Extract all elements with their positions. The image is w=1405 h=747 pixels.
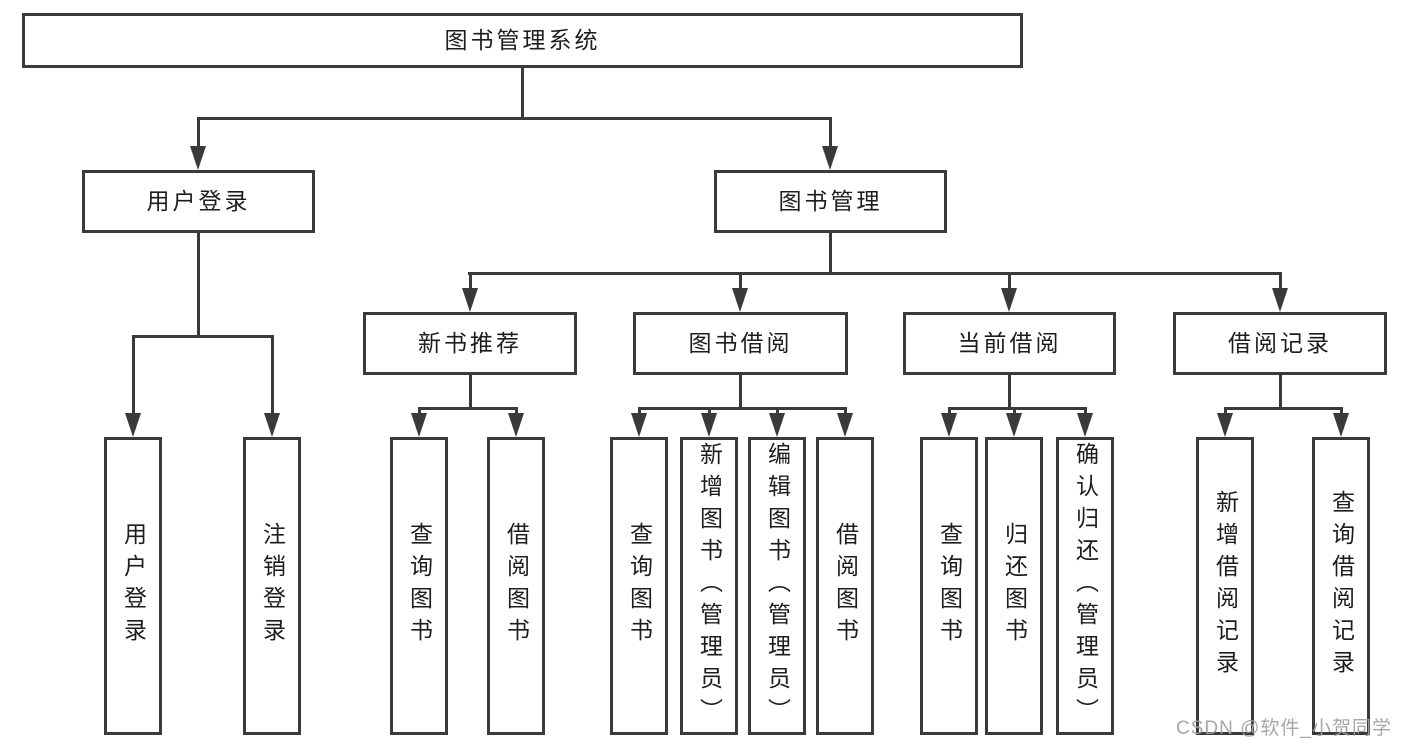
connector-borrow-split (638, 407, 847, 410)
connector-root-split (197, 117, 832, 120)
connector-recommend-split (418, 407, 518, 410)
connector-borrow-drop-1 (638, 407, 641, 415)
csdn-watermark: CSDN @软件_小贺同学 (1176, 718, 1392, 739)
node-label: 用户登录 (146, 188, 251, 214)
node-label: 图书管理系统 (444, 27, 601, 53)
arrowhead-to-confirm-return-admin (1077, 413, 1093, 437)
leaf-add-borrow-record: 新增借阅记录 (1196, 437, 1254, 735)
leaf-add-book-admin: 新增图书（管理员） (680, 437, 738, 735)
connector-book-mgmt-split (468, 272, 1282, 275)
arrowhead-to-leaf-logout (264, 413, 280, 437)
node-new-book-recommend: 新书推荐 (363, 312, 577, 375)
connector-current-split (948, 407, 1087, 410)
connector-current-drop-3 (1084, 407, 1087, 415)
connector-book-mgmt-drop-3 (1008, 272, 1011, 290)
leaf-borrow-books: 借阅图书 (816, 437, 874, 735)
connector-book-mgmt-stem (829, 233, 832, 272)
connector-root-drop-left (197, 117, 200, 148)
arrowhead-to-query-borrow-record (1333, 413, 1349, 437)
connector-recommend-stem (469, 375, 472, 407)
arrowhead-to-new-book-recommend (462, 288, 478, 312)
connector-records-drop-2 (1340, 407, 1343, 415)
node-book-borrow: 图书借阅 (633, 312, 848, 375)
leaf-borrow-books-recommend: 借阅图书 (487, 437, 545, 735)
node-book-management: 图书管理 (714, 170, 947, 233)
arrowhead-to-borrow-books-recommend (508, 413, 524, 437)
leaf-query-borrow-record: 查询借阅记录 (1312, 437, 1370, 735)
leaf-label: 查询图书 (406, 522, 433, 650)
leaf-label: 查询图书 (626, 522, 653, 650)
arrowhead-to-return-book (1006, 413, 1022, 437)
node-borrow-records: 借阅记录 (1173, 312, 1387, 375)
arrowhead-to-add-book-admin (701, 413, 717, 437)
connector-book-mgmt-drop-4 (1279, 272, 1282, 290)
arrowhead-to-borrow-books (837, 413, 853, 437)
connector-recommend-drop-2 (515, 407, 518, 415)
connector-records-split (1224, 407, 1343, 410)
node-current-borrow: 当前借阅 (903, 312, 1116, 375)
connector-recommend-drop-1 (418, 407, 421, 415)
connector-root-stem (521, 68, 524, 117)
leaf-label: 查询借阅记录 (1328, 490, 1355, 682)
leaf-label: 查询图书 (936, 522, 963, 650)
leaf-label: 借阅图书 (832, 522, 859, 650)
connector-current-drop-1 (948, 407, 951, 415)
arrowhead-to-borrow-records (1272, 288, 1288, 312)
leaf-confirm-return-admin: 确认归还（管理员） (1056, 437, 1114, 735)
connector-book-mgmt-drop-1 (469, 272, 472, 290)
arrowhead-to-user-login (190, 146, 206, 170)
connector-book-mgmt-drop-2 (739, 272, 742, 290)
leaf-label: 用户登录 (120, 522, 147, 650)
node-user-login: 用户登录 (82, 170, 315, 233)
leaf-logout: 注销登录 (243, 437, 301, 735)
node-label: 当前借阅 (957, 330, 1062, 356)
arrowhead-to-query-books-recommend (411, 413, 427, 437)
connector-records-drop-1 (1224, 407, 1227, 415)
arrowhead-to-current-borrow (1001, 288, 1017, 312)
connector-borrow-drop-3 (776, 407, 779, 415)
leaf-label: 归还图书 (1001, 522, 1028, 650)
connector-borrow-drop-2 (708, 407, 711, 415)
arrowhead-to-add-borrow-record (1217, 413, 1233, 437)
node-label: 图书借阅 (688, 330, 793, 356)
connector-borrow-drop-4 (844, 407, 847, 415)
leaf-return-book: 归还图书 (985, 437, 1043, 735)
leaf-query-books-recommend: 查询图书 (390, 437, 448, 735)
leaf-edit-book-admin: 编辑图书（管理员） (748, 437, 806, 735)
leaf-user-login: 用户登录 (104, 437, 162, 735)
node-label: 借阅记录 (1228, 330, 1332, 356)
connector-current-stem (1008, 375, 1011, 407)
leaf-query-books-current: 查询图书 (920, 437, 978, 735)
arrowhead-to-book-borrow (732, 288, 748, 312)
leaf-label: 新增借阅记录 (1212, 490, 1239, 682)
arrowhead-to-leaf-user-login (125, 413, 141, 437)
leaf-label: 借阅图书 (503, 522, 530, 650)
arrowhead-to-edit-book-admin (769, 413, 785, 437)
leaf-label: 新增图书（管理员） (696, 442, 723, 730)
leaf-label: 编辑图书（管理员） (764, 442, 791, 730)
node-label: 新书推荐 (418, 330, 522, 356)
arrowhead-to-query-books-current (941, 413, 957, 437)
connector-user-login-drop-2 (271, 335, 274, 415)
leaf-query-books-borrow: 查询图书 (610, 437, 668, 735)
connector-borrow-stem (739, 375, 742, 407)
leaf-label: 确认归还（管理员） (1072, 442, 1099, 730)
connector-root-drop-right (829, 117, 832, 148)
connector-user-login-drop-1 (132, 335, 135, 415)
connector-records-stem (1279, 375, 1282, 407)
connector-user-login-stem (197, 233, 200, 335)
arrowhead-to-query-books-borrow (631, 413, 647, 437)
node-label: 图书管理 (778, 188, 883, 214)
node-library-management-system: 图书管理系统 (22, 13, 1023, 68)
connector-current-drop-2 (1013, 407, 1016, 415)
arrowhead-to-book-management (822, 146, 838, 170)
leaf-label: 注销登录 (259, 522, 286, 650)
connector-user-login-split (132, 335, 274, 338)
